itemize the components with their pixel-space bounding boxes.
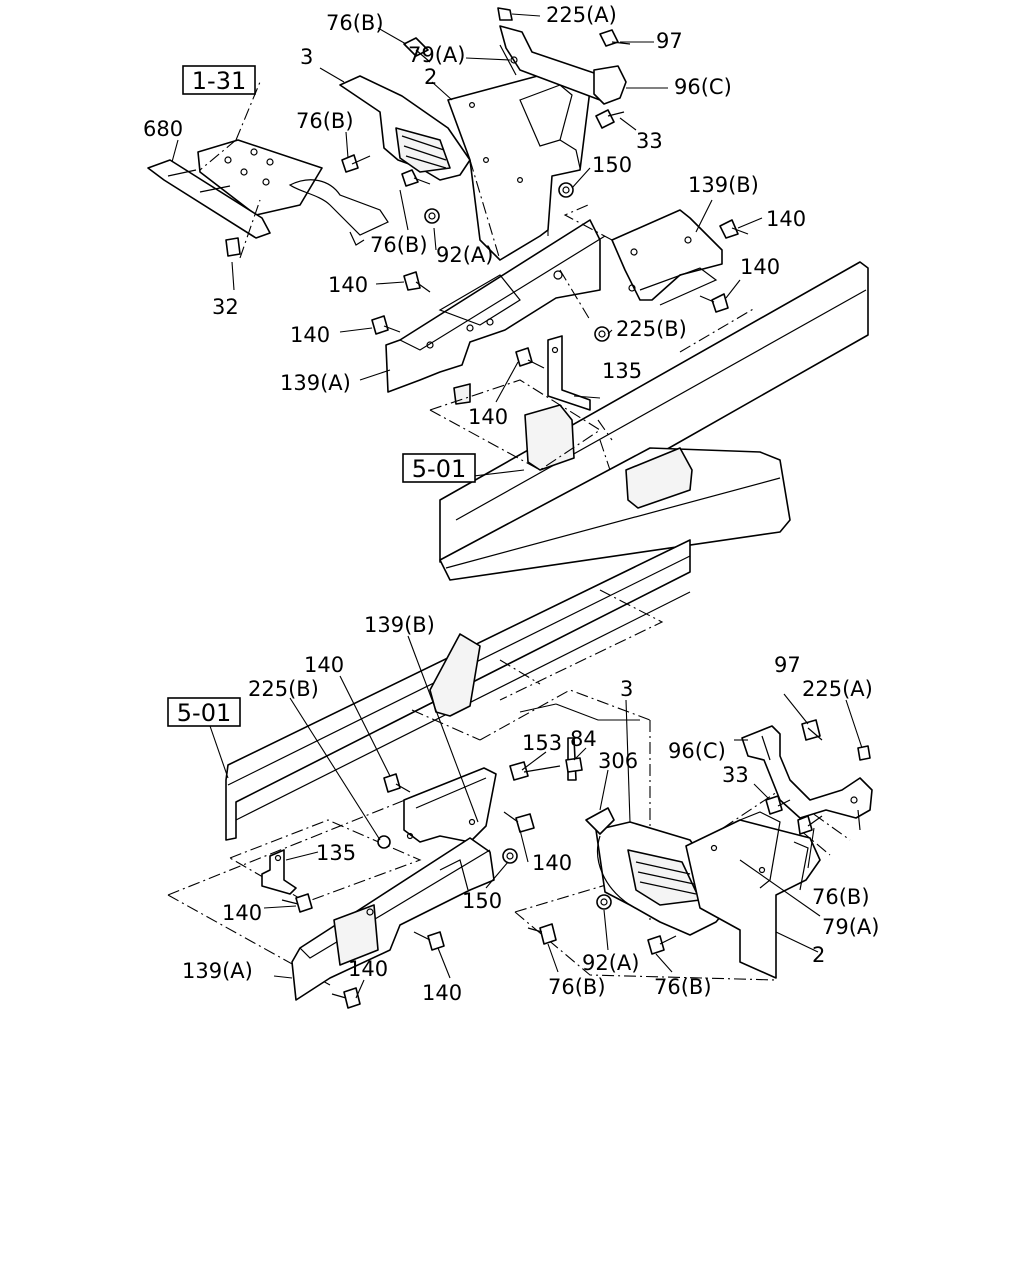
label-140: 140 xyxy=(422,981,462,1005)
bracket-139a-top xyxy=(385,219,606,405)
label-97: 97 xyxy=(656,29,683,53)
ref-label-1-31: 1-31 xyxy=(192,67,246,95)
ref-label-5-01-top: 5-01 xyxy=(412,455,466,483)
label-76b: 76(B) xyxy=(548,975,606,999)
label-76b: 76(B) xyxy=(296,109,354,133)
label-84: 84 xyxy=(570,727,597,751)
ref-box-5-01-top xyxy=(402,453,476,483)
label-225b: 225(B) xyxy=(616,317,687,341)
label-135: 135 xyxy=(602,359,642,383)
label-3: 3 xyxy=(620,677,633,701)
label-32: 32 xyxy=(212,295,239,319)
label-140: 140 xyxy=(304,653,344,677)
label-306: 306 xyxy=(598,749,638,773)
label-225a: 225(A) xyxy=(802,677,873,701)
top-assembly: 1-31 5-01 76(B) 225(A) 97 3 79(A) 2 96(C… xyxy=(143,3,869,581)
label-92a: 92(A) xyxy=(582,951,639,975)
label-76b: 76(B) xyxy=(654,975,712,999)
label-96c: 96(C) xyxy=(674,75,732,99)
label-140: 140 xyxy=(532,851,572,875)
ref-box-1-31 xyxy=(182,65,256,95)
label-79a: 79(A) xyxy=(408,43,465,67)
label-33: 33 xyxy=(722,763,749,787)
bracket-139b-top xyxy=(611,209,723,306)
label-2: 2 xyxy=(812,943,825,967)
label-225a: 225(A) xyxy=(546,3,617,27)
bracket-139a-bottom xyxy=(291,837,495,1001)
label-33: 33 xyxy=(636,129,663,153)
ref-label-5-01-bottom: 5-01 xyxy=(177,699,231,727)
bracket-135-top xyxy=(547,335,591,411)
leader-lines-top xyxy=(171,13,763,481)
plate-680 xyxy=(147,139,389,246)
label-76b: 76(B) xyxy=(812,885,870,909)
ref-box-5-01-bottom xyxy=(167,697,241,727)
label-139b: 139(B) xyxy=(364,613,435,637)
label-140: 140 xyxy=(468,405,508,429)
label-140: 140 xyxy=(740,255,780,279)
bracket-135-bottom xyxy=(261,849,297,895)
label-76b: 76(B) xyxy=(326,11,384,35)
chain-lines-top xyxy=(199,81,756,471)
bracket-139b-bottom xyxy=(403,767,497,843)
label-140: 140 xyxy=(348,957,388,981)
bracket-79a-bottom xyxy=(741,725,873,831)
bolts-top xyxy=(225,7,749,369)
label-135: 135 xyxy=(316,841,356,865)
label-92a: 92(A) xyxy=(436,243,493,267)
label-680: 680 xyxy=(143,117,183,141)
label-153: 153 xyxy=(522,731,562,755)
label-140: 140 xyxy=(766,207,806,231)
bottom-assembly: 5-01 139(B) 140 97 225(B) 3 225(A) 153 8… xyxy=(167,539,879,1009)
label-2: 2 xyxy=(424,65,437,89)
frame-rail-bottom xyxy=(225,539,691,841)
frame-rail-top xyxy=(439,261,869,581)
label-140: 140 xyxy=(290,323,330,347)
label-139b: 139(B) xyxy=(688,173,759,197)
label-76b: 76(B) xyxy=(370,233,428,257)
bolts-bottom xyxy=(281,719,871,1009)
label-139a: 139(A) xyxy=(280,371,351,395)
leader-lines-bottom xyxy=(209,635,863,999)
label-79a: 79(A) xyxy=(822,915,879,939)
label-96c: 96(C) xyxy=(668,739,726,763)
label-150: 150 xyxy=(592,153,632,177)
label-140: 140 xyxy=(222,901,262,925)
label-225b: 225(B) xyxy=(248,677,319,701)
label-97: 97 xyxy=(774,653,801,677)
label-140: 140 xyxy=(328,273,368,297)
bracket-2-bottom xyxy=(685,811,821,979)
label-3: 3 xyxy=(300,45,313,69)
label-139a: 139(A) xyxy=(182,959,253,983)
bracket-79a-top xyxy=(499,25,627,105)
label-150: 150 xyxy=(462,889,502,913)
mudguard-3-top xyxy=(339,69,591,261)
